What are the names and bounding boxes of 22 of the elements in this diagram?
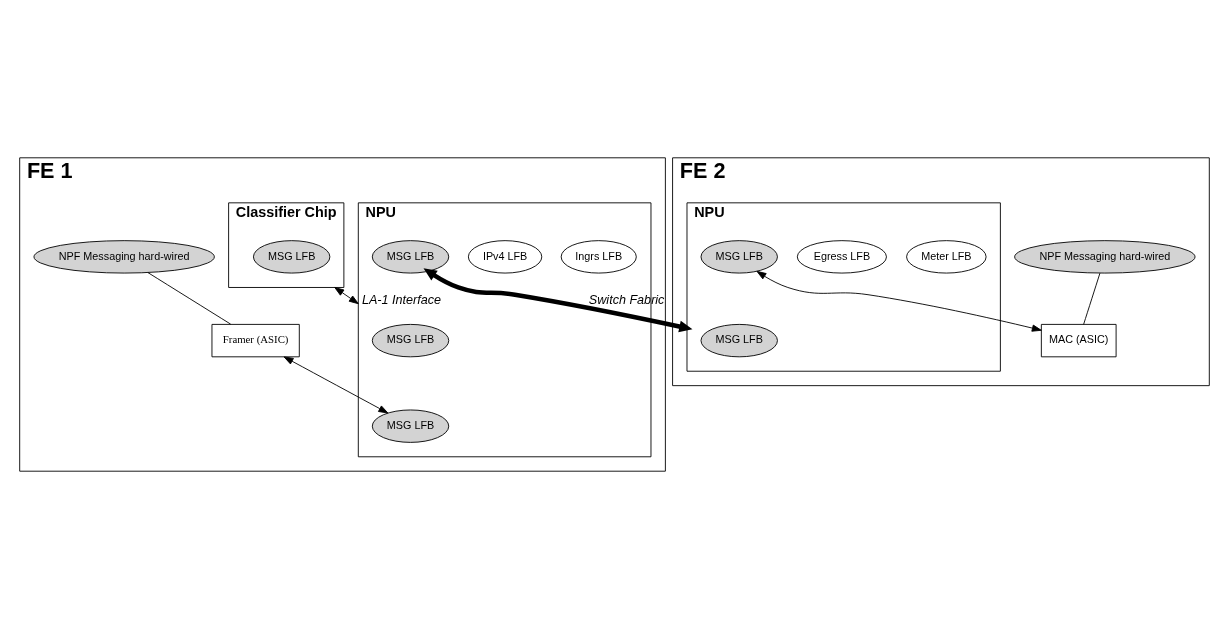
connector — [147, 272, 232, 325]
node-ellipse: Ingrs LFB — [560, 240, 637, 274]
node-ellipse: NPF Messaging hard-wired — [1014, 240, 1196, 274]
node-ellipse: Meter LFB — [906, 240, 987, 274]
arrow — [283, 356, 389, 414]
connector — [1083, 272, 1101, 325]
node-ellipse: MSG LFB — [371, 323, 450, 358]
node-ellipse: MSG LFB — [700, 240, 778, 274]
node-ellipse: MSG LFB — [371, 409, 450, 443]
edge-label: LA-1 Interface — [361, 292, 442, 307]
edge-label: Switch Fabric — [588, 292, 665, 307]
node-ellipse: NPF Messaging hard-wired — [33, 240, 215, 274]
arrow — [334, 287, 359, 305]
arrow — [756, 270, 1042, 332]
node-box: Framer (ASIC) — [211, 323, 300, 358]
node-ellipse: MSG LFB — [700, 323, 778, 358]
node-ellipse: IPv4 LFB — [467, 240, 543, 274]
node-box: MAC (ASIC) — [1040, 323, 1117, 358]
arrow — [423, 268, 693, 333]
node-ellipse: MSG LFB — [253, 240, 331, 274]
node-ellipse: Egress LFB — [796, 240, 887, 274]
node-ellipse: MSG LFB — [371, 240, 450, 274]
